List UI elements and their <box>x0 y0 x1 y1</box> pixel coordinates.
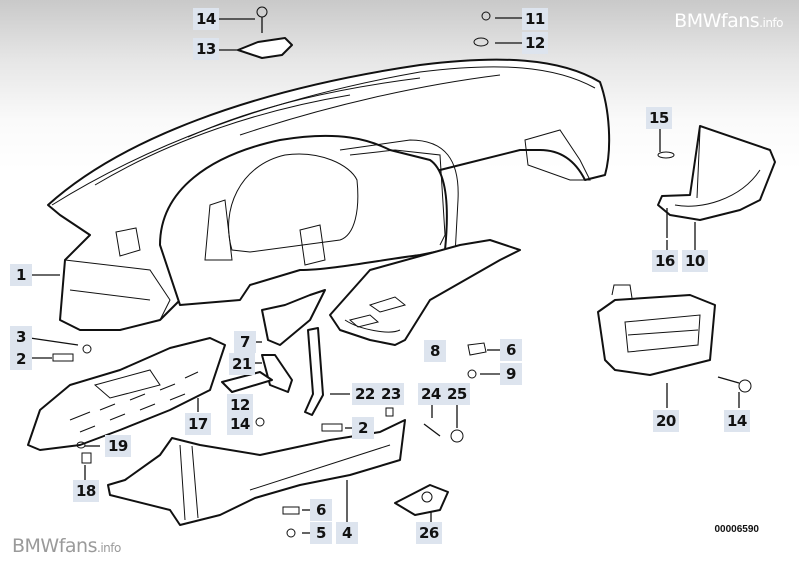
callout-3[interactable]: 3 <box>10 326 32 348</box>
rivet-icon <box>81 452 92 464</box>
cover-part-21[interactable] <box>221 354 293 393</box>
clip-icon <box>282 506 300 515</box>
bracket-part-22[interactable] <box>304 327 324 416</box>
callout-24[interactable]: 24 <box>418 383 444 405</box>
screw-icon <box>286 528 296 538</box>
nut-icon <box>385 407 394 417</box>
bolt-icon <box>321 423 343 432</box>
screw-icon <box>256 6 268 18</box>
washer-icon <box>76 441 86 449</box>
holder-part-20[interactable] <box>597 284 716 376</box>
callout-14[interactable]: 14 <box>193 8 219 30</box>
callout-6[interactable]: 6 <box>500 339 522 361</box>
callout-23[interactable]: 23 <box>378 383 404 405</box>
callout-8[interactable]: 8 <box>424 340 446 362</box>
callout-15[interactable]: 15 <box>646 107 672 129</box>
watermark-brand: BMWfans <box>12 535 98 557</box>
bracket-part-26[interactable] <box>394 484 449 516</box>
callout-4[interactable]: 4 <box>336 522 358 544</box>
holder-part-7[interactable] <box>261 289 326 346</box>
callout-21[interactable]: 21 <box>229 353 255 375</box>
trim-part-10[interactable] <box>657 125 776 221</box>
trim-part-4[interactable] <box>107 419 406 526</box>
callout-22[interactable]: 22 <box>352 383 378 405</box>
trim-part-17[interactable] <box>27 337 226 451</box>
trim-part-8[interactable] <box>329 239 521 346</box>
clip-icon <box>467 342 487 356</box>
screw-icon <box>738 379 752 393</box>
rivet-icon <box>481 11 491 21</box>
bracket-part-13[interactable] <box>237 37 293 59</box>
callout-20[interactable]: 20 <box>653 410 679 432</box>
screw-icon <box>467 369 477 379</box>
dashboard-part-1[interactable] <box>47 58 611 331</box>
callout-26[interactable]: 26 <box>416 522 442 544</box>
watermark-suffix: .info <box>759 16 783 30</box>
callout-12[interactable]: 12 <box>227 394 253 416</box>
callout-17[interactable]: 17 <box>185 413 211 435</box>
bolt-icon <box>52 353 74 362</box>
watermark-suffix: .info <box>97 541 121 555</box>
callout-25[interactable]: 25 <box>444 383 470 405</box>
callout-19[interactable]: 19 <box>105 435 131 457</box>
callout-12[interactable]: 12 <box>522 32 548 54</box>
leader-lines <box>29 17 740 534</box>
callout-18[interactable]: 18 <box>73 480 99 502</box>
diagram-reference-number: 00006590 <box>714 524 760 535</box>
callout-6[interactable]: 6 <box>310 499 332 521</box>
callout-16[interactable]: 16 <box>652 250 678 272</box>
fasteners <box>52 6 752 538</box>
clip-icon <box>657 151 675 159</box>
callout-11[interactable]: 11 <box>522 8 548 30</box>
watermark-logo-bottom: BMWfans.info <box>12 535 121 557</box>
callout-2[interactable]: 2 <box>10 348 32 370</box>
callout-5[interactable]: 5 <box>310 522 332 544</box>
watermark-brand: BMWfans <box>674 10 760 32</box>
screw-icon <box>255 417 265 427</box>
callout-10[interactable]: 10 <box>682 250 708 272</box>
callout-7[interactable]: 7 <box>234 331 256 353</box>
callout-9[interactable]: 9 <box>500 363 522 385</box>
watermark-logo-top: BMWfans.info <box>674 10 783 32</box>
clip-icon <box>473 37 489 47</box>
callout-14[interactable]: 14 <box>227 413 253 435</box>
washer-icon <box>82 344 92 354</box>
callout-2[interactable]: 2 <box>352 417 374 439</box>
cap-icon <box>450 429 464 443</box>
callout-13[interactable]: 13 <box>193 38 219 60</box>
callout-14[interactable]: 14 <box>724 410 750 432</box>
callout-1[interactable]: 1 <box>10 264 32 286</box>
